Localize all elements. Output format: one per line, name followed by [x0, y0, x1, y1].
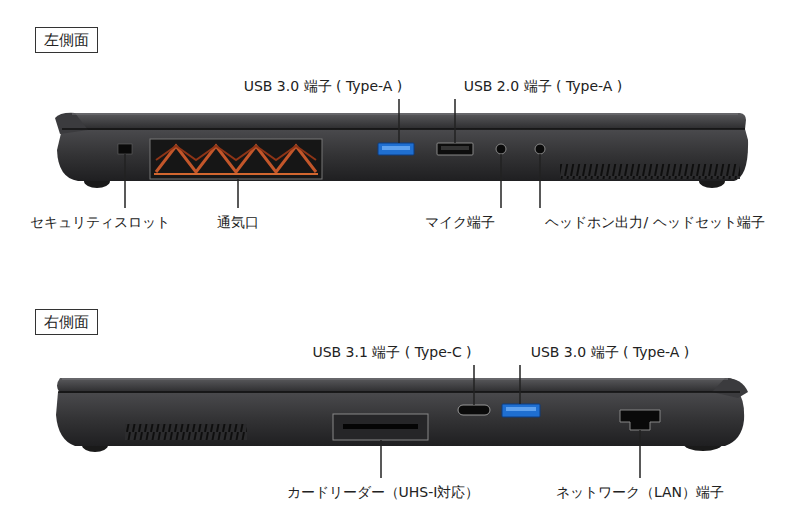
heading-text: 右側面 [44, 313, 89, 331]
part-label: USB 2.0 端子 ( Type-A ) [463, 77, 624, 95]
part-label: ネットワーク（LAN）端子 [555, 483, 725, 501]
heading-text: 左側面 [44, 31, 89, 49]
part-label: マイク端子 [424, 213, 496, 231]
part-label: ヘッドホン出力/ ヘッドセット端子 [544, 213, 765, 231]
part-label: 通気口 [216, 213, 260, 231]
right-side-laptop [56, 378, 748, 452]
left-side-laptop [55, 113, 748, 188]
part-label: USB 3.1 端子 ( Type-C ) [311, 343, 472, 361]
part-label: カードリーダー（UHS-I対応） [286, 483, 481, 501]
part-label: セキュリティスロット [29, 213, 171, 231]
side-heading-box: 左側面 [35, 27, 98, 53]
side-heading-box: 右側面 [35, 309, 98, 335]
leader-lines [125, 99, 640, 478]
part-label: USB 3.0 端子 ( Type-A ) [530, 343, 691, 361]
part-label: USB 3.0 端子 ( Type-A ) [243, 77, 404, 95]
